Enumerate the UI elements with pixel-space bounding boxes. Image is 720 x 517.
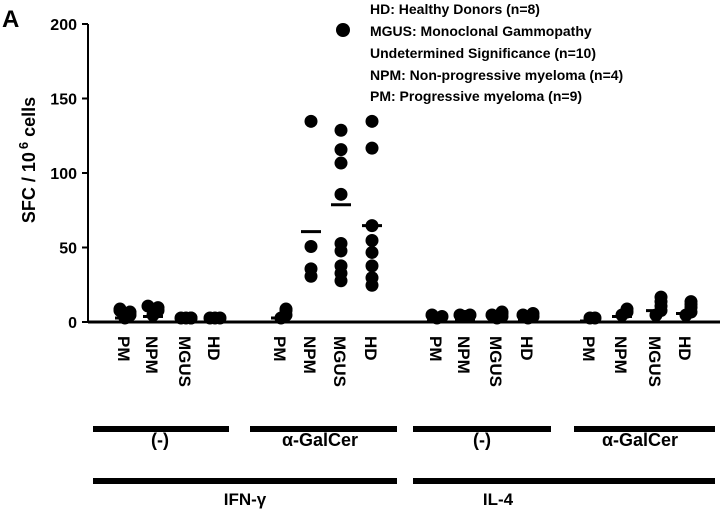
data-point (279, 302, 293, 316)
stimulus-label: (-) (151, 430, 169, 450)
axes: 0 50 100 150 200 (50, 17, 720, 332)
data-point (425, 308, 439, 322)
x-tick-label: HD (675, 336, 694, 361)
data-point (684, 295, 698, 309)
stimulus-bar (413, 426, 551, 432)
x-tick-label: MGUS (645, 336, 664, 387)
x-tick-label: HD (361, 336, 380, 361)
x-tick-label: NPM (611, 336, 630, 374)
data-point (526, 307, 540, 321)
x-tick-label: HD (204, 336, 223, 361)
data-point (495, 305, 509, 319)
x-tick-label: PM (426, 336, 445, 362)
data-point (123, 305, 137, 319)
x-tick-label: HD (517, 336, 536, 361)
data-point (365, 141, 379, 155)
data-point (654, 290, 668, 304)
y-axis-label-main: SFC / 10 (19, 152, 39, 223)
y-tick-label: 100 (50, 166, 77, 183)
data-point (365, 245, 379, 259)
stimulus-bar (574, 426, 715, 432)
data-point (334, 259, 348, 273)
x-tick-label: PM (270, 336, 289, 362)
y-tick-label: 0 (68, 315, 77, 332)
y-tick-label: 200 (50, 17, 77, 34)
data-point (141, 299, 155, 313)
cytokine-label: IFN-γ (224, 490, 267, 509)
data-point (334, 237, 348, 250)
stimulus-bar (93, 426, 229, 432)
data-point (588, 311, 602, 325)
legend-line-5: PM: Progressive myeloma (n=9) (370, 88, 582, 104)
x-tick-label: MGUS (486, 336, 505, 387)
data-point (113, 302, 127, 316)
cytokine-bar (413, 478, 715, 484)
y-axis-label-exponent: 6 (16, 142, 31, 149)
x-tick-label: MGUS (330, 336, 349, 387)
legend: HD: Healthy Donors (n=8) MGUS: Monoclona… (336, 1, 623, 104)
legend-line-4: NPM: Non-progressive myeloma (n=4) (370, 67, 623, 83)
panel-letter: A (2, 6, 19, 33)
legend-marker (336, 23, 350, 37)
x-tick-label: MGUS (175, 336, 194, 387)
data-point (304, 262, 318, 276)
data-point (334, 156, 348, 170)
cytokine-label: IL-4 (483, 490, 514, 509)
stimulus-label: (-) (473, 430, 491, 450)
y-tick-label: 150 (50, 92, 77, 109)
stimulus-label: α-GalCer (282, 430, 358, 450)
x-tick-label: PM (579, 336, 598, 362)
data-point (365, 259, 379, 273)
y-axis-label: SFC / 10 6 cells (16, 97, 39, 223)
stimulus-bar (250, 426, 397, 432)
y-axis-label-suffix: cells (19, 97, 39, 137)
stimulus-label: α-GalCer (602, 430, 678, 450)
data-point (620, 302, 634, 316)
data-point (365, 234, 379, 248)
legend-line-1: HD: Healthy Donors (n=8) (370, 1, 540, 17)
legend-line-3: Undetermined Significance (n=10) (370, 45, 596, 61)
data-points (113, 114, 698, 325)
x-tick-label: NPM (142, 336, 161, 374)
x-category-labels: PM NPM MGUS HD PM NPM MGUS HD PM NPM MGUS HD PM NPM MG… (114, 336, 694, 387)
y-tick-label: 50 (59, 241, 77, 258)
data-point (334, 123, 348, 137)
x-tick-label: NPM (300, 336, 319, 374)
data-point (365, 114, 379, 128)
data-point (151, 301, 165, 315)
data-point (304, 114, 318, 128)
data-point (184, 311, 198, 325)
data-point (365, 271, 379, 285)
data-point (334, 187, 348, 201)
x-tick-label: NPM (454, 336, 473, 374)
data-point (334, 143, 348, 157)
mean-lines (115, 203, 696, 323)
x-tick-label: PM (114, 336, 133, 362)
data-point (304, 239, 318, 253)
cytokine-bar (93, 478, 397, 484)
legend-line-2: MGUS: Monoclonal Gammopathy (370, 23, 592, 39)
data-point (203, 311, 217, 325)
